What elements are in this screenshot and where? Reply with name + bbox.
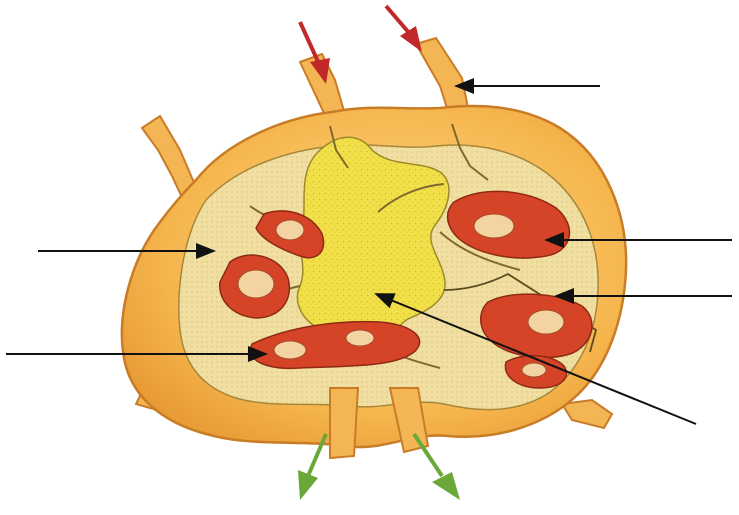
efferent-vessel-1 — [330, 388, 358, 458]
lymphoid-follicle — [220, 255, 290, 318]
efferent-flow-arrow — [414, 434, 460, 500]
afferent-flow-arrow — [386, 6, 422, 52]
afferent-vessel-bottom-right — [562, 400, 612, 428]
